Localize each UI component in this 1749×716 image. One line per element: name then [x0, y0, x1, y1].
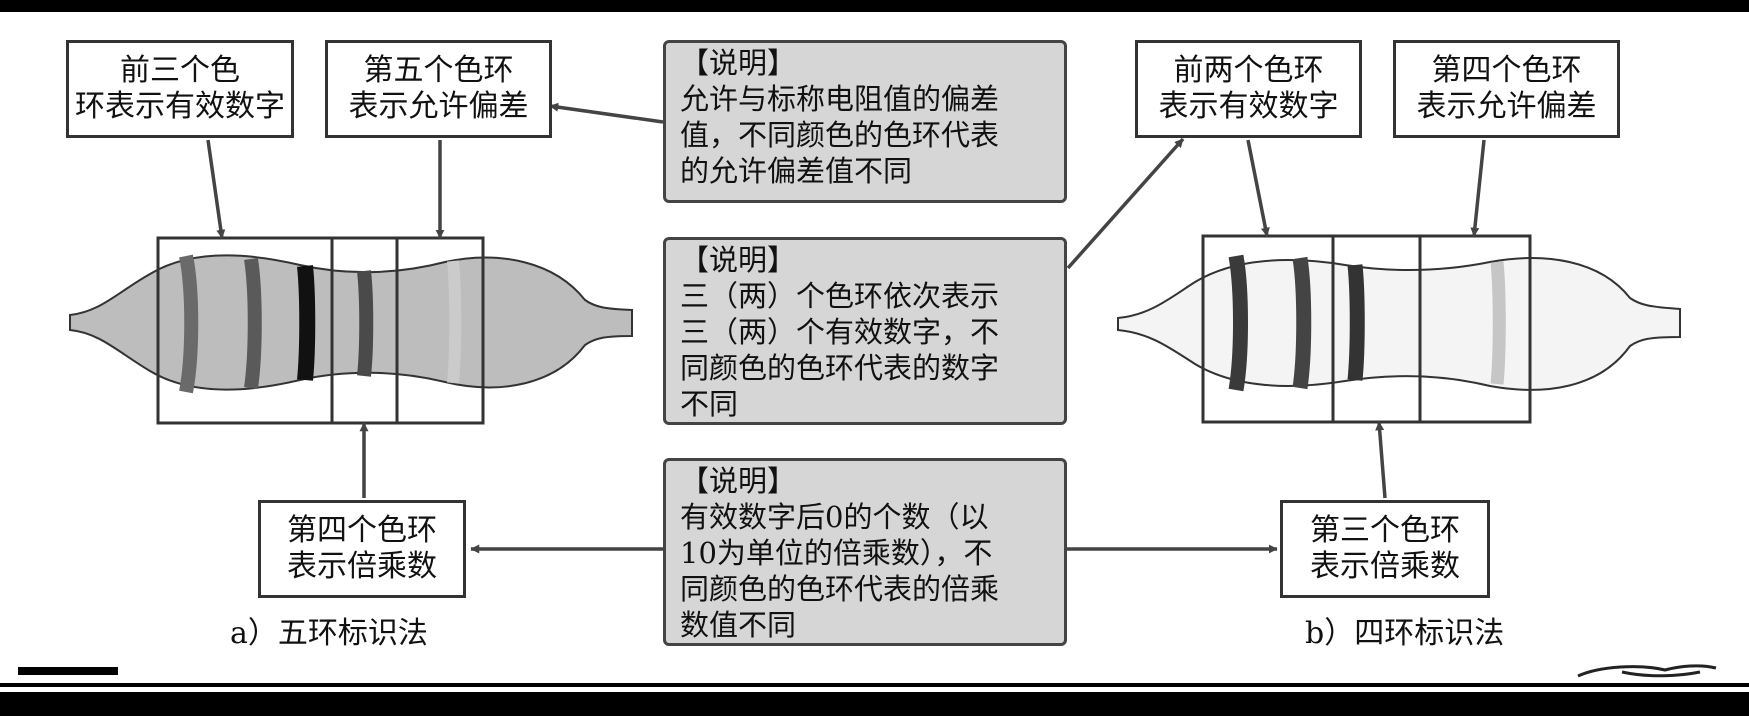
note-digits-line3: 同颜色的色环代表的数字 [680, 351, 1000, 385]
note-multiplier-line4: 数值不同 [680, 608, 797, 642]
band-a3 [297, 265, 316, 381]
band-b1 [1228, 254, 1248, 392]
label-third-b-line2: 表示倍乘数 [1310, 549, 1460, 584]
label-fourth-b-line1: 第四个色环 [1431, 53, 1582, 88]
band-a1 [179, 254, 199, 394]
label-fifth-line2: 表示允许偏差 [348, 89, 529, 124]
note-tolerance-line2: 值，不同颜色的色环代表 [680, 118, 1000, 152]
resistor-a-body [69, 254, 633, 391]
band-b4 [1490, 261, 1506, 385]
label-first-two-line1: 前两个色环 [1173, 53, 1324, 88]
band-a5 [447, 260, 462, 384]
label-first-three-line2: 环表示有效数字 [75, 89, 285, 124]
note-multiplier-heading: 【说明】 [680, 464, 797, 498]
arrow-tolerance-note-to-label [549, 102, 664, 124]
note-tolerance-heading: 【说明】 [680, 46, 797, 80]
label-fourth-band-multiplier: 第四个色环 表示倍乘数 [258, 500, 466, 598]
band-b2 [1292, 256, 1312, 390]
label-fifth-band: 第五个色环 表示允许偏差 [325, 40, 552, 138]
label-third-band-multiplier: 第三个色环 表示倍乘数 [1280, 500, 1490, 598]
note-digits-line1: 三（两）个色环依次表示 [680, 279, 1000, 313]
bottom-left-dash [18, 667, 118, 675]
note-digits-heading: 【说明】 [680, 243, 797, 277]
resistor-b-bands [1228, 254, 1506, 392]
connector-arrows [206, 102, 1486, 554]
note-digits-line2: 三（两）个有效数字，不 [680, 315, 1000, 349]
label-fifth-line1: 第五个色环 [363, 53, 514, 88]
label-first-two-bands: 前两个色环 表示有效数字 [1135, 40, 1362, 138]
note-tolerance-line1: 允许与标称电阻值的偏差 [680, 82, 1000, 116]
bottom-rule-thin [0, 683, 1749, 687]
scribble-mark [1577, 664, 1717, 678]
note-multiplier-line2: 10为单位的倍乘数），不 [680, 536, 993, 570]
label-third-b-line1: 第三个色环 [1310, 513, 1460, 548]
note-multiplier: 【说明】 有效数字后0的个数（以 10为单位的倍乘数），不 同颜色的色环代表的倍… [663, 458, 1067, 646]
label-first-two-line2: 表示有效数字 [1158, 89, 1339, 124]
band-a2 [244, 257, 262, 389]
label-first-three-bands: 前三个色 环表示有效数字 [66, 40, 294, 138]
resistor-four-band [1117, 234, 1681, 424]
label-fourth-band-tolerance: 第四个色环 表示允许偏差 [1393, 40, 1620, 138]
caption-four-band: b）四环标识法 [1305, 616, 1505, 651]
resistor-a-bands [179, 254, 462, 394]
label-fourth-b-line2: 表示允许偏差 [1416, 89, 1597, 124]
arrow-fourth-b-to-band [1470, 139, 1486, 237]
note-multiplier-line1: 有效数字后0的个数（以 [680, 500, 989, 534]
arrow-first-three-to-bands [206, 139, 226, 239]
band-a4 [357, 270, 374, 377]
note-tolerance-line3: 的允许偏差值不同 [680, 154, 913, 188]
bottom-border-bar [0, 692, 1749, 716]
band-b3 [1347, 264, 1365, 381]
label-first-three-line1: 前三个色 [120, 53, 240, 88]
top-border-bar [0, 0, 1749, 12]
caption-five-band: a）五环标识法 [230, 616, 428, 651]
note-multiplier-line3: 同颜色的色环代表的倍乘 [680, 572, 1000, 606]
arrow-digits-note-to-label [1066, 137, 1185, 270]
label-fourth-a-line2: 表示倍乘数 [287, 549, 437, 584]
label-fourth-a-line1: 第四个色环 [287, 513, 437, 548]
note-digits: 【说明】 三（两）个色环依次表示 三（两）个有效数字，不 同颜色的色环代表的数字… [663, 237, 1067, 425]
arrow-first-two-to-bands [1246, 139, 1270, 237]
note-digits-line4: 不同 [680, 387, 739, 421]
note-tolerance: 【说明】 允许与标称电阻值的偏差 值，不同颜色的色环代表 的允许偏差值不同 [663, 40, 1067, 203]
resistor-five-band [69, 236, 633, 425]
arrow-third-b-to-band [1375, 421, 1387, 499]
